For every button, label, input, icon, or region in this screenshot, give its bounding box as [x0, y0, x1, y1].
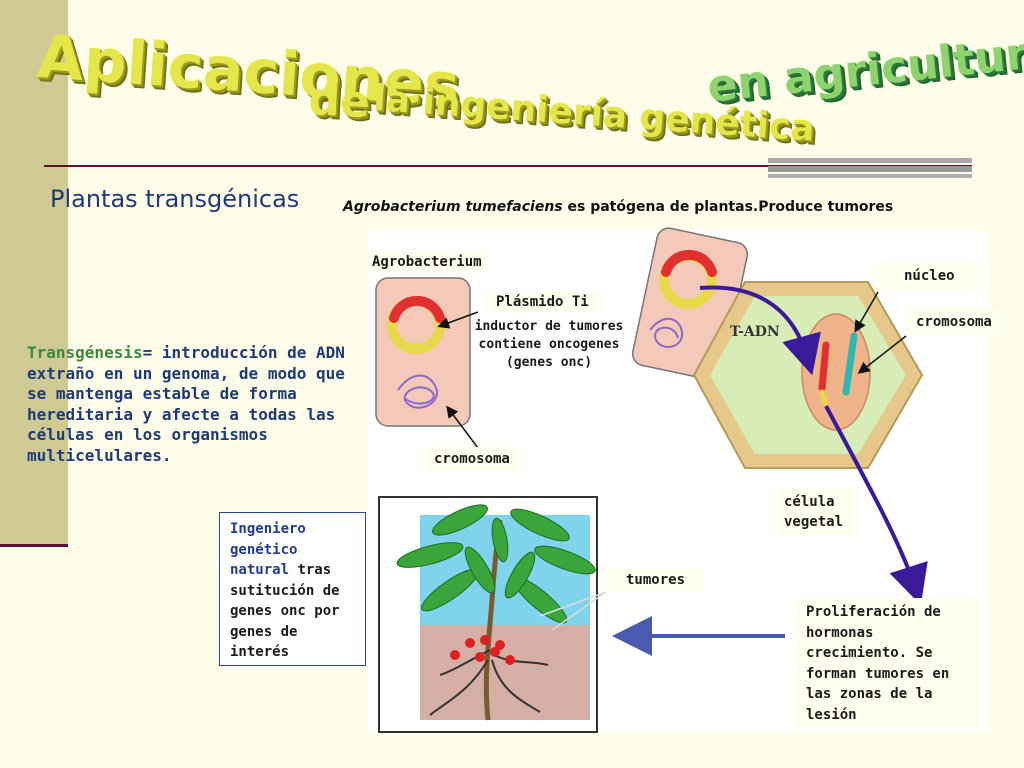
ingeniero-emphasis: Ingeniero genético natural [230, 521, 306, 578]
plasmido-note-line-2: contiene oncogenes [478, 337, 620, 352]
label-agrobacterium: Agrobacterium [368, 252, 486, 272]
label-cromosoma-celula: cromosoma [906, 308, 1002, 336]
label-cromosoma-bacteria: cromosoma [420, 447, 524, 471]
intro-sentence: es patógena de plantas.Produce tumores [562, 199, 894, 215]
intro-species: Agrobacterium tumefaciens [343, 199, 563, 215]
label-celula-vegetal: célula vegetal [772, 488, 856, 536]
definition-text: Transgénesis= introducción de ADN extrañ… [27, 343, 372, 466]
bacterium-cell [375, 277, 471, 427]
label-tumores: tumores [606, 568, 706, 592]
plasmido-note-line-3: (genes onc) [505, 355, 593, 370]
label-plasmido: Plásmido Ti [486, 292, 599, 312]
label-nucleo: núcleo [874, 262, 985, 290]
proliferacion-box: Proliferación de hormonas crecimiento. S… [796, 598, 982, 728]
ingeniero-text: tras sutitución de genes onc por genes d… [230, 562, 340, 660]
definition-body: = introducción de ADN extraño en un geno… [27, 343, 345, 465]
intro-text: Agrobacterium tumefaciens es patógena de… [343, 199, 893, 215]
definition-term: Transgénesis [27, 343, 143, 362]
label-celula-line-2: vegetal [784, 514, 844, 530]
plasmido-note: inductor de tumores contiene oncogenes (… [472, 318, 626, 372]
label-t-adn: T-ADN [730, 324, 780, 340]
label-celula-line-1: célula [784, 494, 835, 510]
header-rule [44, 165, 972, 167]
sidebar-divider [0, 544, 68, 547]
header-rule-accent [768, 158, 972, 178]
section-heading: Plantas transgénicas [50, 185, 300, 213]
ingeniero-box: Ingeniero genético natural tras sutituci… [219, 512, 366, 666]
sidebar-decoration [0, 0, 68, 545]
plasmido-note-line-1: inductor de tumores [474, 319, 624, 334]
plant-illustration [378, 496, 598, 733]
